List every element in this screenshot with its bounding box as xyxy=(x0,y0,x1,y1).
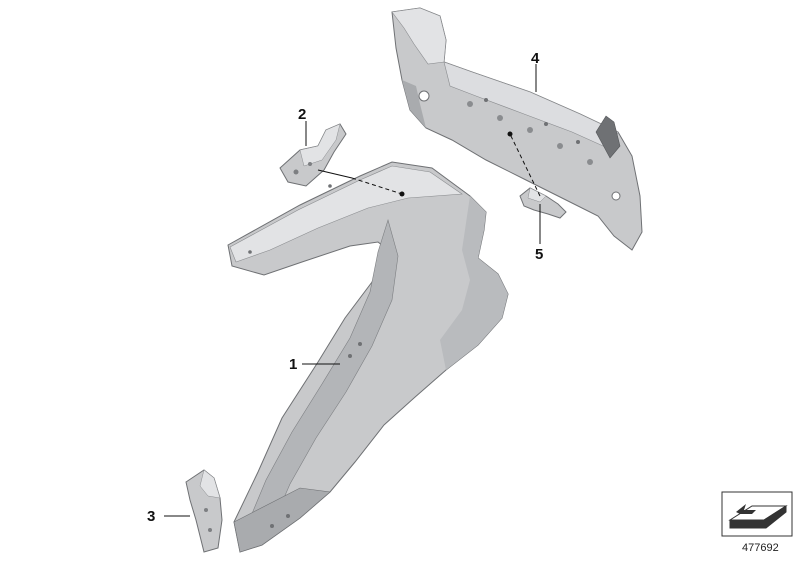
part-3-bracket xyxy=(185,469,223,553)
callout-1: 1 xyxy=(289,356,298,373)
callout-5: 5 xyxy=(535,246,544,263)
part-4-rear-panel xyxy=(391,7,643,251)
part-5-clip xyxy=(519,187,567,219)
attachment-point-2 xyxy=(399,191,405,197)
reference-number: 477692 xyxy=(742,542,779,554)
attachment-point-5 xyxy=(507,131,513,137)
callout-3: 3 xyxy=(147,508,156,525)
part-2-bracket xyxy=(279,123,347,187)
leader-line-2b xyxy=(317,169,353,179)
orientation-arrow-icon xyxy=(721,491,793,537)
callout-2: 2 xyxy=(298,106,307,123)
leader-dashed-5 xyxy=(509,133,541,197)
leader-dashed-2 xyxy=(351,177,403,195)
callout-4: 4 xyxy=(531,50,540,67)
part-1-side-panel xyxy=(227,161,509,553)
leader-lines xyxy=(164,64,541,517)
